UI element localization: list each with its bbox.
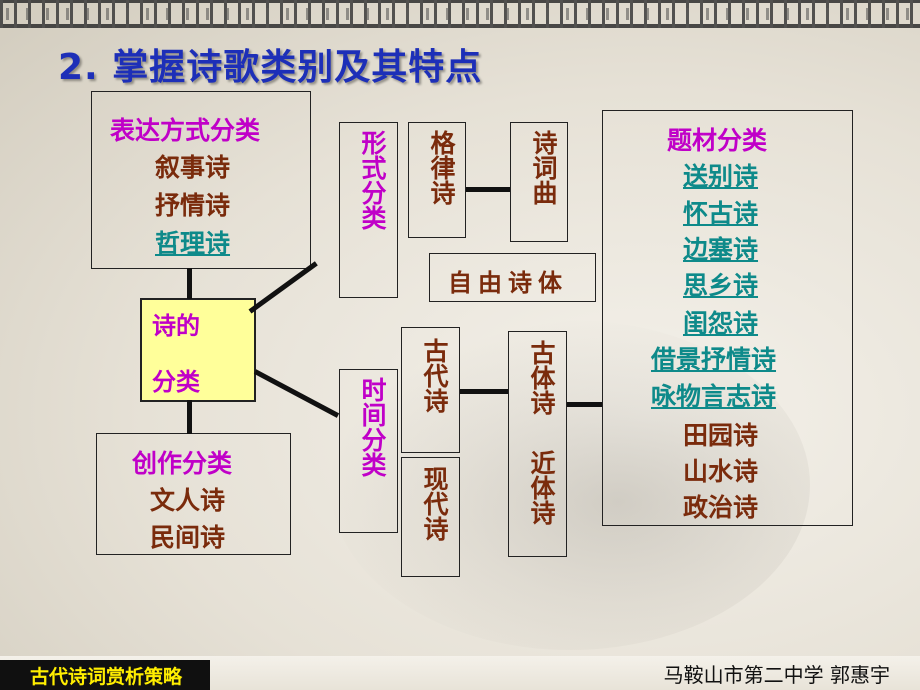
subject-item: 田园诗 [683,421,759,450]
creation-item: 文人诗 [150,486,226,515]
subject-item-link[interactable]: 思乡诗 [683,271,759,300]
connector-line [187,268,192,299]
subject-item: 山水诗 [683,457,759,486]
footer-course-title: 古代诗词赏析策略 [30,666,183,688]
creation-box [96,433,291,555]
center-box [140,298,256,402]
form-genres-label: 诗词曲 [529,130,558,205]
slide-title: 2. 掌握诗歌类别及其特点 [58,47,483,88]
connector-line [466,187,511,192]
creation-heading: 创作分类 [132,449,233,478]
form-regulated-box [408,122,466,238]
background-lotus-image [330,320,810,650]
recent-style-label: 近体诗 [527,450,556,525]
time-box [339,369,398,533]
connector-line [460,389,509,394]
connector-line [187,400,192,434]
form-genres-box [510,122,568,242]
time-heading: 时间分类 [358,377,387,477]
free-verse-label: 自由诗体 [448,268,568,297]
subject-item-link[interactable]: 怀古诗 [683,199,759,228]
center-label: 分类 [152,367,200,396]
form-box [339,122,398,298]
style-box [508,331,567,557]
ancient-box [401,327,460,453]
footer-course-tab: 古代诗词赏析策略 [0,660,210,690]
creation-item: 民间诗 [150,523,226,552]
center-label: 诗的 [152,311,200,340]
form-heading: 形式分类 [358,130,387,230]
decorative-top-border [0,0,920,28]
subject-item-link[interactable]: 边塞诗 [683,235,759,264]
connector-line [248,261,318,314]
expression-item-link[interactable]: 哲理诗 [155,229,231,258]
expression-item: 叙事诗 [155,153,231,182]
subject-item-link[interactable]: 咏物言志诗 [651,382,777,411]
subject-box [602,110,853,526]
expression-item: 抒情诗 [155,191,231,220]
connector-line [253,369,340,418]
subject-item-link[interactable]: 借景抒情诗 [651,345,777,374]
expression-box [91,91,311,269]
form-regulated-label: 格律诗 [427,130,456,205]
expression-heading: 表达方式分类 [110,116,261,145]
free-verse-box [429,253,596,302]
footer-author: 马鞍山市第二中学 郭惠宇 [663,663,890,687]
subject-item: 政治诗 [683,493,759,522]
footer-bar: 古代诗词赏析策略 马鞍山市第二中学 郭惠宇 [0,656,920,690]
subject-heading: 题材分类 [667,126,768,155]
connector-line [567,402,603,407]
modern-label: 现代诗 [420,466,449,541]
subject-item-link[interactable]: 闺怨诗 [683,309,759,338]
modern-box [401,457,460,577]
ancient-style-label: 古体诗 [527,340,556,415]
ancient-label: 古代诗 [420,338,449,413]
subject-item-link[interactable]: 送别诗 [683,162,759,191]
